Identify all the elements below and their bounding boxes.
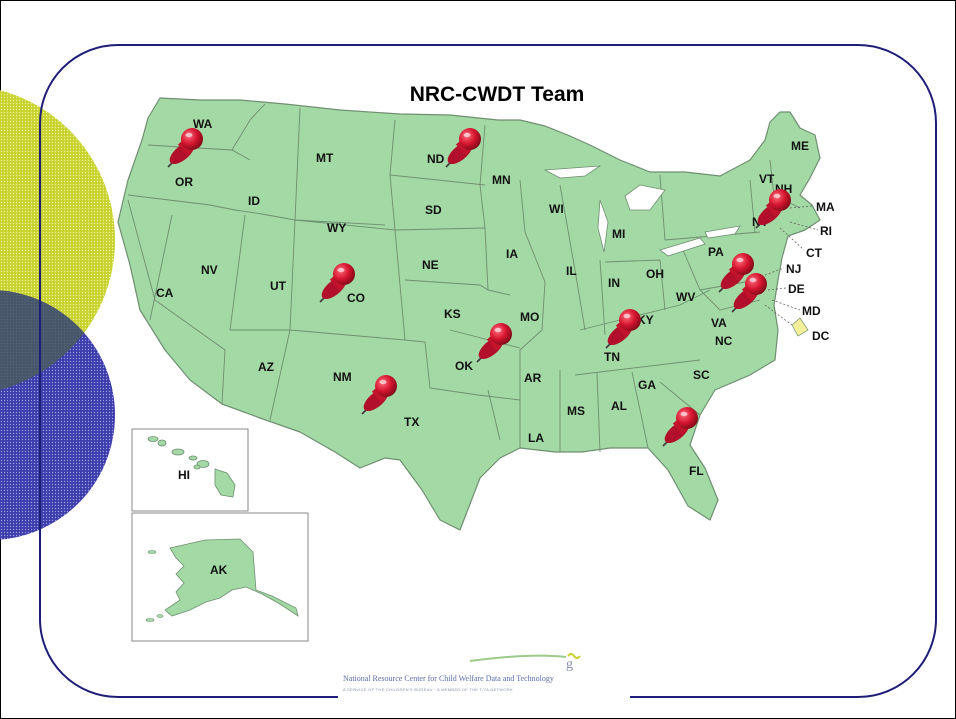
inset-hawaii: HI [131,428,249,512]
state-label: WV [676,290,695,304]
state-label: OH [646,267,664,281]
state-label: OR [175,175,193,189]
state-label: VA [711,316,727,330]
state-label: WY [327,221,346,235]
state-label: MD [802,304,821,318]
us-map [117,97,821,531]
org-tagline: A SERVICE OF THE CHILDREN'S BUREAU · A M… [343,687,513,692]
state-label: MO [520,310,539,324]
state-label: CT [806,246,823,260]
dc-inset [791,317,809,337]
state-label: NJ [786,262,801,276]
state-label: TX [404,415,419,429]
state-label: RI [820,224,832,238]
state-label: UT [270,279,287,293]
state-label: IA [506,247,518,261]
state-label: DE [788,282,805,296]
state-label: IN [608,276,620,290]
state-label: AR [524,371,542,385]
state-label: AZ [258,360,274,374]
state-label: MI [612,227,625,241]
state-label: KS [444,307,461,321]
state-label: ND [427,152,445,166]
state-label: IL [566,264,577,278]
state-label: VT [759,172,775,186]
great-lakes [543,165,741,257]
state-label: NE [422,258,439,272]
state-label: KY [637,313,654,327]
state-label: NM [333,370,352,384]
state-label: ME [791,139,809,153]
inset-alaska: AK [131,512,309,642]
alaska-label: AK [210,563,228,577]
state-label: OK [455,359,473,373]
svg-text:g: g [566,657,573,672]
state-label: PA [708,245,724,259]
page-title: NRC-CWDT Team [410,83,585,106]
label-leaders [764,205,819,326]
state-label: NV [201,263,218,277]
state-label: WA [193,117,213,131]
state-label: ID [248,194,260,208]
state-label: CA [156,286,174,300]
decorative-circles [0,90,115,540]
state-label: TN [604,350,620,364]
hawaii-label: HI [178,468,190,482]
state-label: NC [715,334,733,348]
state-label: MA [816,200,835,214]
state-label: WI [549,202,564,216]
org-name: National Resource Center for Child Welfa… [343,674,554,683]
state-label: DC [812,329,830,343]
state-label: CO [347,291,365,305]
state-label: SC [693,368,710,382]
state-label: GA [638,378,656,392]
state-label: FL [689,464,704,478]
state-label: LA [528,431,544,445]
state-label: SD [425,203,442,217]
org-logo: g National Resource Center for Child Wel… [338,653,630,713]
state-label: MN [492,173,511,187]
state-label: MT [316,151,334,165]
state-label: AL [611,399,627,413]
state-label: MS [567,404,585,418]
state-borders [127,103,801,453]
